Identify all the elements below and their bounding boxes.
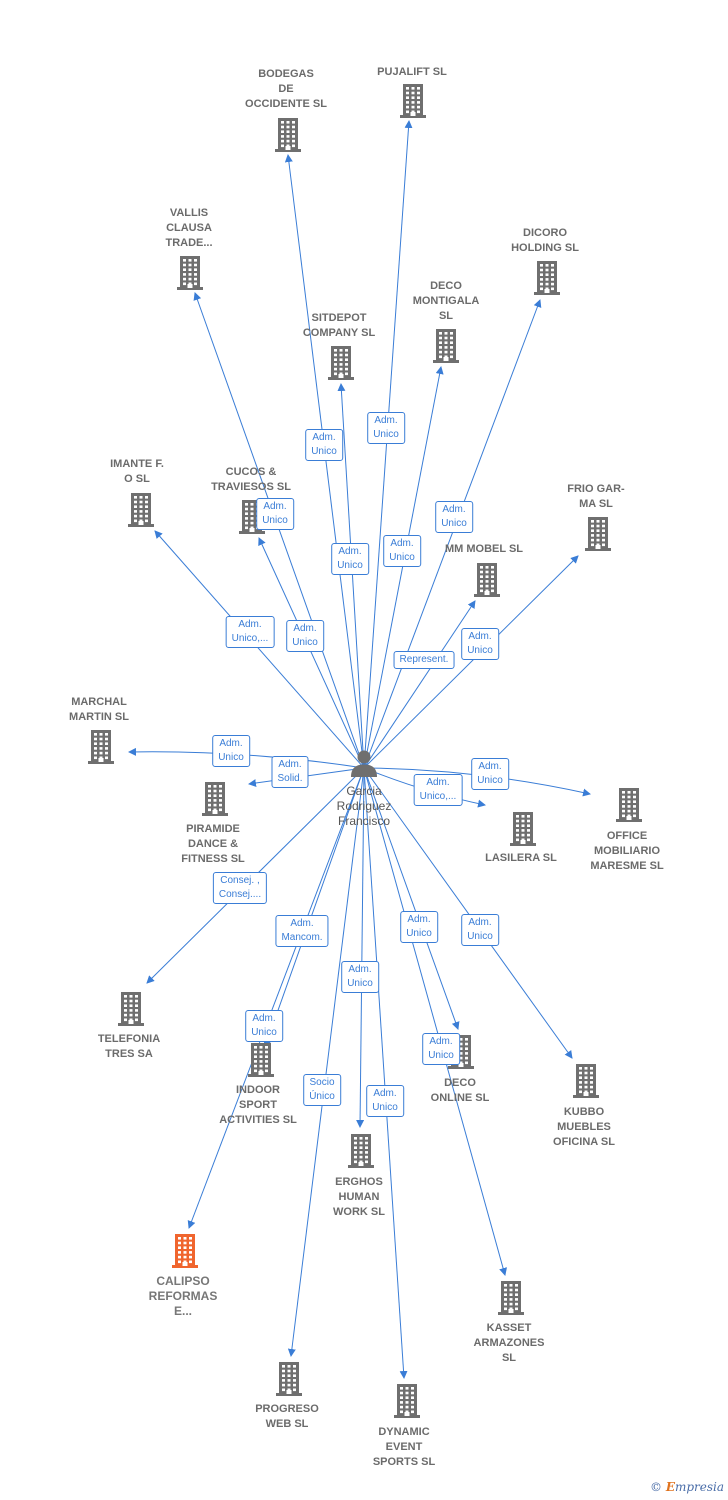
edge-role-label[interactable]: Adm. Unico bbox=[367, 412, 405, 444]
edge-role-label[interactable]: Consej. , Consej.... bbox=[212, 872, 268, 904]
edge-dicoro bbox=[363, 299, 542, 769]
edge-frio bbox=[363, 555, 579, 769]
edge-role-label[interactable]: Adm. Unico bbox=[256, 498, 294, 530]
building-icon[interactable] bbox=[616, 788, 642, 827]
company-name-lasilera[interactable]: LASILERA SL bbox=[485, 852, 557, 864]
company-name-dynamic[interactable]: DYNAMIC EVENT SPORTS SL bbox=[372, 1426, 436, 1468]
building-icon[interactable] bbox=[498, 1281, 524, 1320]
edge-role-label[interactable]: Adm. Unico bbox=[212, 735, 250, 767]
building-icon[interactable] bbox=[275, 118, 301, 157]
company-name-bodegas[interactable]: BODEGAS DE OCCIDENTE SL bbox=[245, 68, 327, 110]
edge-dynamic bbox=[363, 767, 408, 1379]
edge-cucos bbox=[258, 537, 365, 769]
edge-kasset bbox=[363, 767, 507, 1276]
edge-indoor bbox=[263, 767, 365, 1048]
company-name-indoor[interactable]: INDOOR SPORT ACTIVITIES SL bbox=[219, 1084, 297, 1126]
company-name-mm-mobel[interactable]: MM MOBEL SL bbox=[444, 543, 524, 555]
building-icon[interactable] bbox=[276, 1362, 302, 1401]
building-icon[interactable] bbox=[474, 563, 500, 602]
edge-role-label[interactable]: Adm. Unico bbox=[471, 758, 509, 790]
brand-credit[interactable]: © Empresia bbox=[650, 1480, 724, 1494]
company-name-deco-online[interactable]: DECO ONLINE SL bbox=[430, 1077, 490, 1104]
company-name-imante[interactable]: IMANTE F. O SL bbox=[110, 458, 164, 485]
edge-pujalift bbox=[363, 120, 413, 769]
edge-vallis bbox=[193, 292, 365, 769]
brand-initial: E bbox=[665, 1480, 675, 1494]
building-icon[interactable] bbox=[248, 1043, 274, 1082]
edge-role-label[interactable]: Adm. Unico bbox=[461, 628, 499, 660]
building-icon[interactable] bbox=[433, 329, 459, 368]
edge-mm-mobel bbox=[363, 600, 476, 769]
company-name-sitdepot[interactable]: SITDEPOT COMPANY SL bbox=[302, 312, 376, 339]
company-name-deco-montigala[interactable]: DECO MONTIGALA SL bbox=[412, 280, 480, 322]
building-icon[interactable] bbox=[534, 261, 560, 300]
building-icon[interactable] bbox=[510, 812, 536, 851]
company-name-frio[interactable]: FRIO GAR- MA SL bbox=[567, 483, 625, 510]
company-name-calipso[interactable]: CALIPSO REFORMAS E... bbox=[148, 1274, 218, 1318]
company-name-marchal[interactable]: MARCHAL MARTIN SL bbox=[69, 696, 129, 723]
edge-kubbo bbox=[363, 767, 573, 1059]
edge-role-label[interactable]: Adm. Solid. bbox=[271, 756, 309, 788]
company-name-pujalift[interactable]: PUJALIFT SL bbox=[377, 66, 447, 78]
company-name-progreso[interactable]: PROGRESO WEB SL bbox=[255, 1403, 319, 1430]
building-icon[interactable] bbox=[400, 84, 426, 123]
edge-role-label[interactable]: Socio Único bbox=[303, 1074, 341, 1106]
edge-deco-montigala bbox=[363, 366, 444, 769]
edge-bodegas bbox=[284, 154, 365, 769]
building-icon[interactable] bbox=[585, 517, 611, 556]
company-name-vallis[interactable]: VALLIS CLAUSA TRADE... bbox=[165, 207, 213, 249]
building-icon[interactable] bbox=[118, 992, 144, 1031]
building-icon[interactable] bbox=[88, 730, 114, 769]
edge-role-label[interactable]: Represent. bbox=[393, 651, 455, 669]
edge-deco-online bbox=[363, 767, 460, 1030]
building-icon[interactable] bbox=[394, 1384, 420, 1423]
company-name-kasset[interactable]: KASSET ARMAZONES SL bbox=[473, 1322, 545, 1364]
company-name-telefonia[interactable]: TELEFONIA TRES SA bbox=[97, 1033, 161, 1060]
company-name-cucos[interactable]: CUCOS & TRAVIESOS SL bbox=[211, 466, 291, 493]
company-name-dicoro[interactable]: DICORO HOLDING SL bbox=[511, 227, 579, 254]
company-name-piramide[interactable]: PIRAMIDE DANCE & FITNESS SL bbox=[181, 823, 245, 865]
edge-role-label[interactable]: Adm. Unico bbox=[286, 620, 324, 652]
company-name-erghos[interactable]: ERGHOS HUMAN WORK SL bbox=[333, 1176, 385, 1218]
edge-role-label[interactable]: Adm. Unico bbox=[245, 1010, 283, 1042]
edge-role-label[interactable]: Adm. Unico bbox=[305, 429, 343, 461]
center-person-name[interactable]: Garcia Rodriguez Francisco bbox=[336, 784, 392, 828]
brand-name: mpresia bbox=[674, 1480, 725, 1494]
edge-role-label[interactable]: Adm. Mancom. bbox=[275, 915, 329, 947]
edge-imante bbox=[154, 530, 365, 769]
building-icon[interactable] bbox=[573, 1064, 599, 1103]
edge-progreso bbox=[287, 767, 365, 1357]
edge-erghos bbox=[356, 767, 365, 1128]
building-icon[interactable] bbox=[172, 1234, 198, 1273]
edge-role-label[interactable]: Adm. Unico bbox=[383, 535, 421, 567]
edge-calipso bbox=[187, 767, 365, 1229]
edge-role-label[interactable]: Adm. Unico bbox=[422, 1033, 460, 1065]
edge-role-label[interactable]: Adm. Unico,... bbox=[225, 616, 275, 648]
edge-role-label[interactable]: Adm. Unico bbox=[435, 501, 473, 533]
company-name-office[interactable]: OFFICE MOBILIARIO MARESME SL bbox=[590, 830, 664, 872]
building-icon[interactable] bbox=[348, 1134, 374, 1173]
edge-role-label[interactable]: Adm. Unico bbox=[341, 961, 379, 993]
edge-role-label[interactable]: Adm. Unico bbox=[461, 914, 499, 946]
person-icon bbox=[351, 750, 377, 777]
edge-role-label[interactable]: Adm. Unico bbox=[366, 1085, 404, 1117]
edge-sitdepot bbox=[337, 383, 365, 769]
building-icon[interactable] bbox=[328, 346, 354, 385]
building-icon[interactable] bbox=[128, 493, 154, 532]
edge-role-label[interactable]: Adm. Unico bbox=[400, 911, 438, 943]
edge-role-label[interactable]: Adm. Unico,... bbox=[413, 774, 463, 806]
company-name-kubbo[interactable]: KUBBO MUEBLES OFICINA SL bbox=[553, 1106, 615, 1148]
building-icon[interactable] bbox=[202, 782, 228, 821]
copyright-symbol: © bbox=[650, 1480, 662, 1494]
building-icon[interactable] bbox=[177, 256, 203, 295]
edge-role-label[interactable]: Adm. Unico bbox=[331, 543, 369, 575]
